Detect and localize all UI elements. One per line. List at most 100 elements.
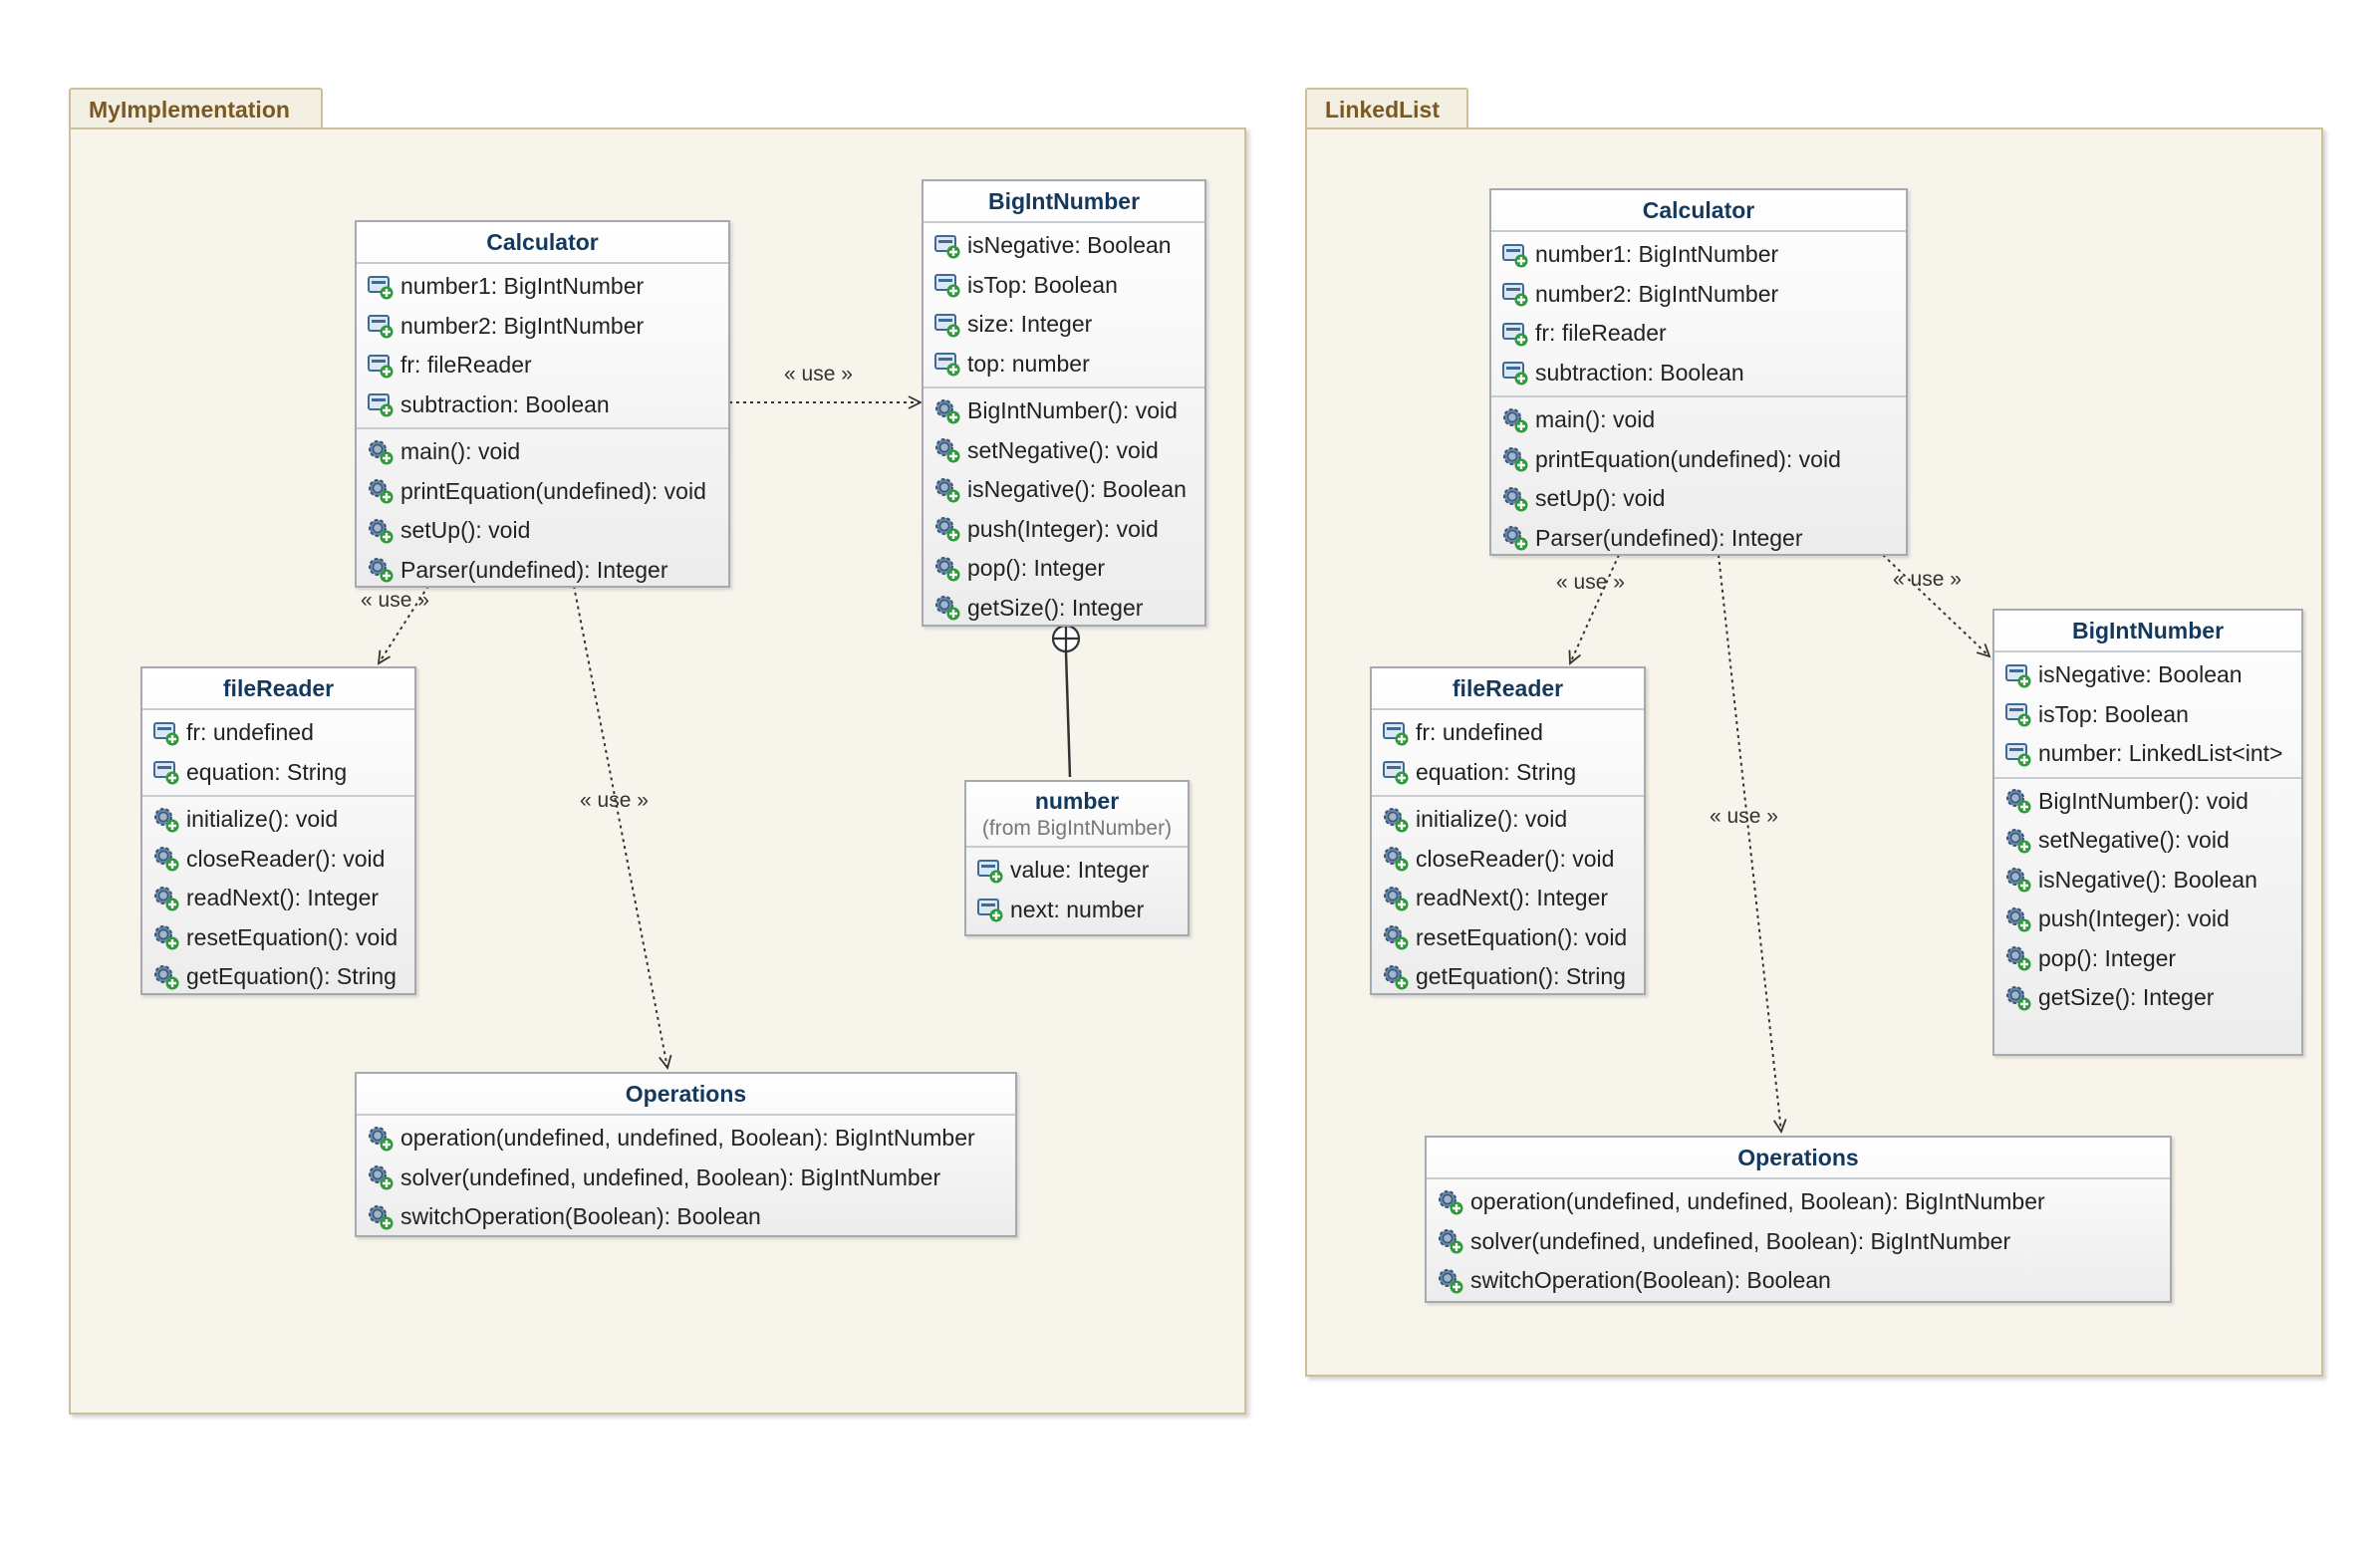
class-operation[interactable]: pop(): Integer bbox=[924, 549, 1204, 589]
class-attribute[interactable]: equation: String bbox=[142, 753, 414, 793]
class-operation[interactable]: setNegative(): void bbox=[924, 431, 1204, 471]
package-tab[interactable]: MyImplementation bbox=[69, 88, 323, 128]
class-operation[interactable]: getSize(): Integer bbox=[1994, 978, 2301, 1018]
class-attribute[interactable]: isTop: Boolean bbox=[1994, 695, 2301, 735]
class-operation[interactable]: getEquation(): String bbox=[142, 957, 414, 997]
method-gear-icon bbox=[367, 1203, 395, 1231]
member-text: subtraction: Boolean bbox=[1535, 359, 1744, 386]
class-operation[interactable]: printEquation(undefined): void bbox=[357, 472, 728, 512]
class-operation[interactable]: main(): void bbox=[1491, 400, 1906, 440]
class-operation[interactable]: main(): void bbox=[357, 432, 728, 472]
member-text: main(): void bbox=[1535, 406, 1656, 432]
class-operation[interactable]: getSize(): Integer bbox=[924, 589, 1204, 629]
class-attribute[interactable]: number2: BigIntNumber bbox=[1491, 275, 1906, 315]
class-attribute[interactable]: fr: fileReader bbox=[1491, 314, 1906, 354]
member-text: initialize(): void bbox=[186, 806, 339, 832]
method-gear-icon bbox=[152, 845, 180, 873]
class-operation[interactable]: operation(undefined, undefined, Boolean)… bbox=[1427, 1182, 2170, 1222]
method-gear-icon bbox=[152, 885, 180, 912]
class-operation[interactable]: setNegative(): void bbox=[1994, 821, 2301, 861]
class-operation[interactable]: initialize(): void bbox=[142, 800, 414, 840]
class-operations[interactable]: Operations operation(undefined, undefined… bbox=[1425, 1136, 2172, 1303]
class-attribute[interactable]: number: LinkedList<int> bbox=[1994, 734, 2301, 774]
class-operation[interactable]: operation(undefined, undefined, Boolean)… bbox=[357, 1119, 1015, 1158]
class-title: Operations bbox=[357, 1074, 1015, 1116]
class-attribute[interactable]: isNegative: Boolean bbox=[924, 226, 1204, 266]
class-title: fileReader bbox=[1372, 668, 1644, 710]
class-attribute[interactable]: fr: fileReader bbox=[357, 346, 728, 386]
class-attribute[interactable]: isTop: Boolean bbox=[924, 266, 1204, 306]
class-attribute[interactable]: isNegative: Boolean bbox=[1994, 655, 2301, 695]
class-name: Operations bbox=[1737, 1145, 1859, 1170]
class-attribute[interactable]: fr: undefined bbox=[1372, 713, 1644, 753]
class-attribute[interactable]: number1: BigIntNumber bbox=[357, 267, 728, 307]
class-operation[interactable]: push(Integer): void bbox=[924, 510, 1204, 550]
member-text: isTop: Boolean bbox=[967, 271, 1118, 298]
class-attribute[interactable]: next: number bbox=[966, 891, 1188, 930]
class-operation[interactable]: getEquation(): String bbox=[1372, 957, 1644, 997]
package-tab[interactable]: LinkedList bbox=[1305, 88, 1468, 128]
class-operation[interactable]: pop(): Integer bbox=[1994, 939, 2301, 979]
class-operation[interactable]: switchOperation(Boolean): Boolean bbox=[1427, 1261, 2170, 1301]
class-operation[interactable]: switchOperation(Boolean): Boolean bbox=[357, 1197, 1015, 1237]
member-text: BigIntNumber(): void bbox=[2038, 787, 2248, 814]
member-text: setUp(): void bbox=[400, 517, 531, 543]
member-text: setNegative(): void bbox=[967, 436, 1159, 463]
class-name: Calculator bbox=[1642, 197, 1755, 223]
class-attribute[interactable]: number2: BigIntNumber bbox=[357, 307, 728, 347]
class-operation[interactable]: setUp(): void bbox=[357, 511, 728, 551]
method-gear-icon bbox=[152, 806, 180, 834]
class-operation[interactable]: solver(undefined, undefined, Boolean): B… bbox=[357, 1158, 1015, 1198]
member-text: subtraction: Boolean bbox=[400, 390, 610, 417]
method-gear-icon bbox=[1501, 445, 1529, 473]
field-icon bbox=[1501, 320, 1529, 348]
field-icon bbox=[976, 857, 1004, 885]
class-operation[interactable]: solver(undefined, undefined, Boolean): B… bbox=[1427, 1222, 2170, 1262]
class-operation[interactable]: readNext(): Integer bbox=[1372, 879, 1644, 918]
class-operation[interactable]: closeReader(): void bbox=[1372, 840, 1644, 880]
class-attribute[interactable]: equation: String bbox=[1372, 753, 1644, 793]
class-attribute[interactable]: size: Integer bbox=[924, 305, 1204, 345]
package-title: MyImplementation bbox=[89, 97, 290, 123]
method-gear-icon bbox=[933, 476, 961, 504]
class-operation[interactable]: BigIntNumber(): void bbox=[924, 391, 1204, 431]
class-operation[interactable]: resetEquation(): void bbox=[142, 918, 414, 958]
class-operation[interactable]: resetEquation(): void bbox=[1372, 918, 1644, 958]
class-attribute[interactable]: top: number bbox=[924, 345, 1204, 385]
class-attribute[interactable]: fr: undefined bbox=[142, 713, 414, 753]
member-text: setUp(): void bbox=[1535, 485, 1666, 511]
class-operation[interactable]: Parser(undefined): Integer bbox=[1491, 519, 1906, 559]
class-operation[interactable]: setUp(): void bbox=[1491, 479, 1906, 519]
method-gear-icon bbox=[1437, 1267, 1464, 1295]
class-operation[interactable]: printEquation(undefined): void bbox=[1491, 440, 1906, 480]
class-attribute[interactable]: value: Integer bbox=[966, 851, 1188, 891]
class-attribute[interactable]: subtraction: Boolean bbox=[357, 386, 728, 425]
class-operation[interactable]: isNegative(): Boolean bbox=[924, 470, 1204, 510]
member-text: equation: String bbox=[1416, 758, 1577, 785]
class-operation[interactable]: Parser(undefined): Integer bbox=[357, 551, 728, 591]
class-operation[interactable]: readNext(): Integer bbox=[142, 879, 414, 918]
attributes-compartment: fr: undefined equation: String bbox=[1372, 710, 1644, 795]
class-attribute[interactable]: number1: BigIntNumber bbox=[1491, 235, 1906, 275]
class-attribute[interactable]: subtraction: Boolean bbox=[1491, 354, 1906, 393]
use-dependency-line bbox=[379, 585, 429, 663]
class-operation[interactable]: isNegative(): Boolean bbox=[1994, 861, 2301, 901]
member-text: number: LinkedList<int> bbox=[2038, 740, 2283, 766]
class-title: BigIntNumber bbox=[1994, 611, 2301, 652]
class-operation[interactable]: push(Integer): void bbox=[1994, 900, 2301, 939]
class-operation[interactable]: closeReader(): void bbox=[142, 840, 414, 880]
class-operation[interactable]: initialize(): void bbox=[1372, 800, 1644, 840]
class-operation[interactable]: BigIntNumber(): void bbox=[1994, 782, 2301, 822]
class-name: fileReader bbox=[222, 675, 335, 701]
